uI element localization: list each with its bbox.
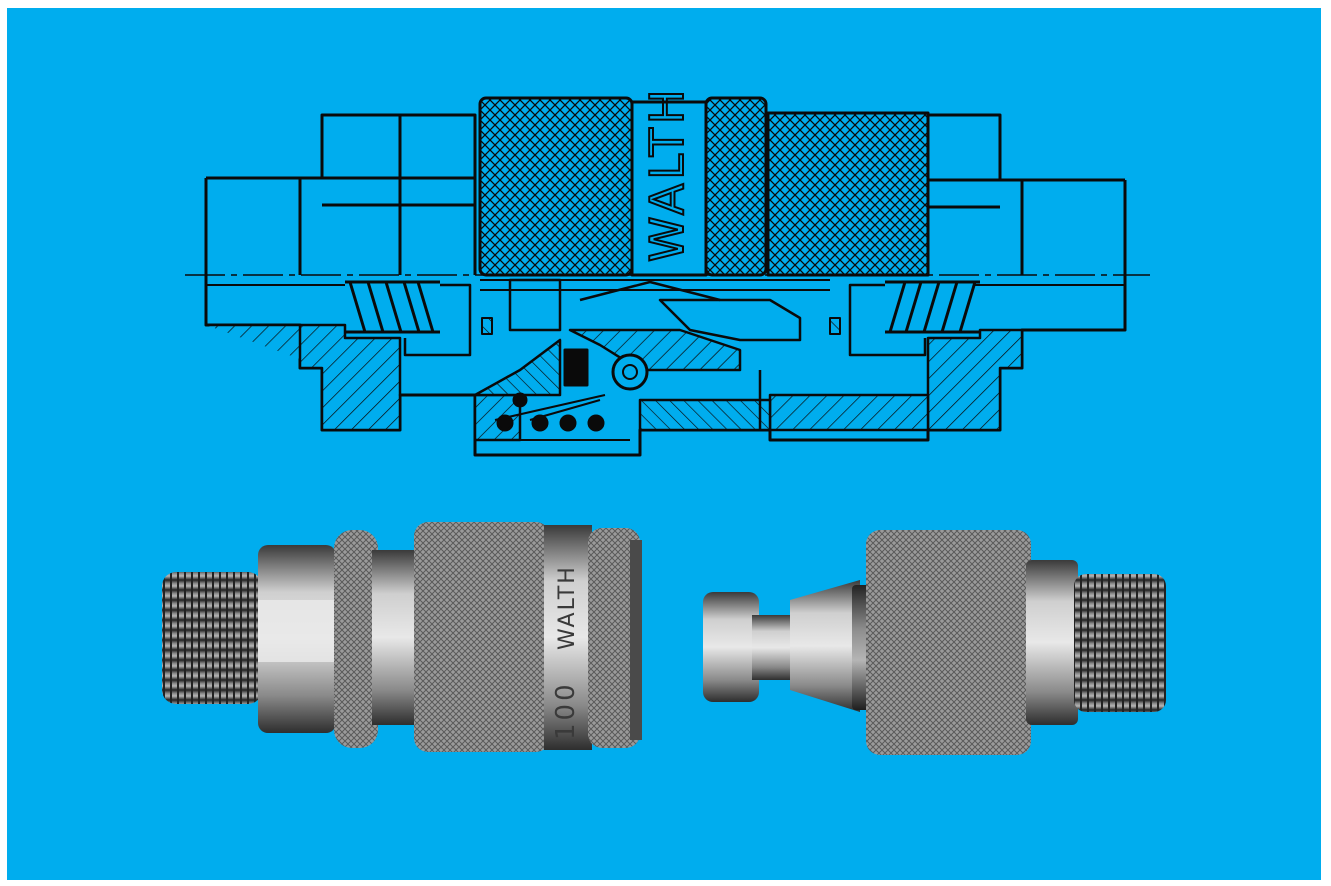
cross-section-drawing (185, 96, 1150, 457)
right-spring (848, 280, 980, 357)
sleeve-spring (496, 392, 605, 432)
center-knurled-ring (704, 96, 768, 277)
plug-nipple-photo (703, 530, 1166, 755)
socket-engraved-band (544, 525, 592, 750)
socket-thread (162, 572, 262, 704)
drawing-engraved-text: WALTH (640, 86, 694, 262)
socket-knurled-sleeve (414, 522, 550, 752)
socket-engraved-text: WALTH (555, 565, 580, 650)
left-end-fitting (204, 176, 302, 275)
plug-tip (703, 592, 759, 702)
plug-knurled-sleeve (866, 530, 1031, 755)
left-knurled-sleeve (478, 96, 634, 277)
right-body-section (926, 328, 1127, 432)
locking-ball (611, 353, 649, 391)
plug-thread (1074, 574, 1166, 712)
socket-coupler-photo (162, 522, 642, 752)
left-spring (345, 280, 472, 357)
plug-hex-nut (1026, 560, 1078, 725)
socket-number-text: 100 (551, 681, 581, 740)
socket-neck-knurl (334, 530, 378, 748)
right-end-fitting (1020, 178, 1127, 275)
o-ring-seal (563, 348, 589, 387)
right-knurled-sleeve (766, 111, 930, 277)
